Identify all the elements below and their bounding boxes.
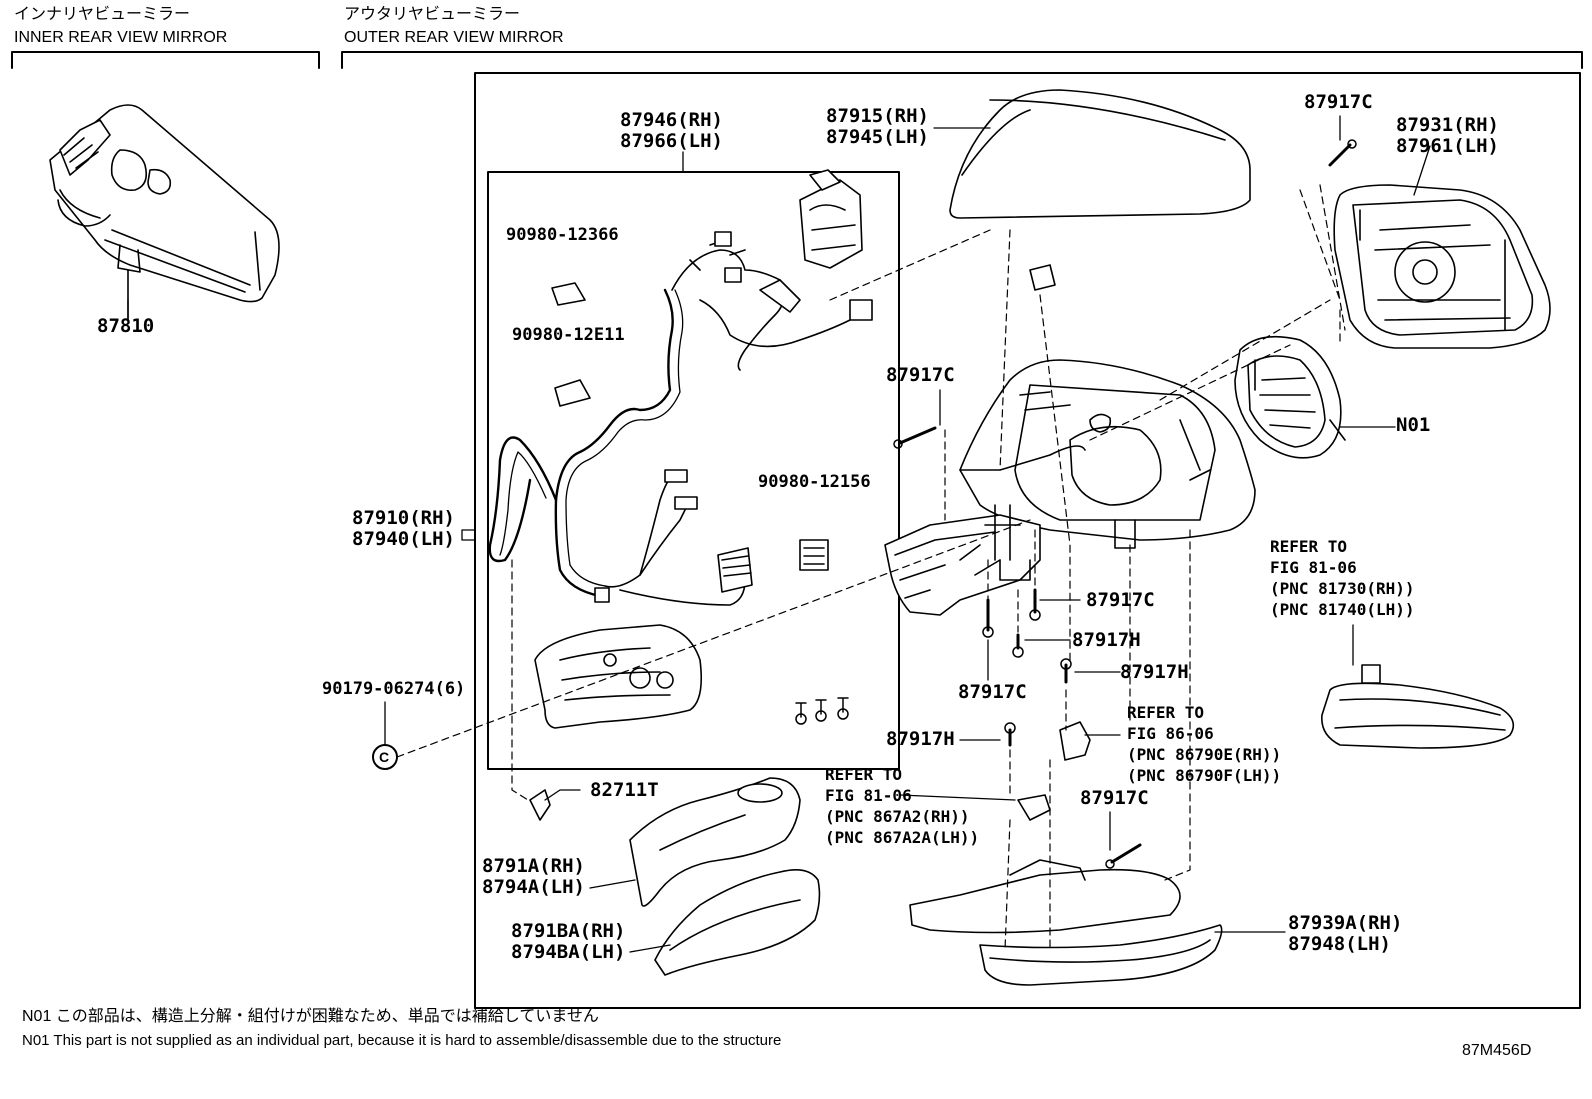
- bottom-cover-drawing: [909, 859, 1223, 986]
- outer-header-jp: アウタリヤビューミラー: [344, 6, 521, 23]
- part-87948: 87948(LH): [1288, 933, 1391, 955]
- figure-code: 87M456D: [1462, 1042, 1532, 1059]
- part-label-87810: 87810: [97, 315, 155, 337]
- inner-mirror-drawing: [49, 104, 280, 321]
- part-label-87917h-c: 87917H: [886, 728, 955, 750]
- leader-lines: [127, 115, 1354, 953]
- mirror-base-drawing: [884, 504, 1041, 616]
- refer-to-fig-86-06: REFER TO FIG 86-06 (PNC 86790E(RH)) (PNC…: [1127, 702, 1281, 786]
- part-label-87917c-left: 87917C: [886, 364, 955, 386]
- mirror-actuator-drawing: [1234, 335, 1346, 459]
- screws-drawing: [893, 139, 1357, 869]
- part-label-90980-12156: 90980-12156: [758, 472, 871, 492]
- part-label-glass: 87931(RH) 87961(LH): [1396, 115, 1499, 157]
- part-8791ba: 8791BA(RH): [511, 920, 626, 942]
- part-87940: 87940(LH): [352, 528, 455, 550]
- part-label-90179: 90179-06274(6): [322, 679, 466, 699]
- ref-line: (PNC 86790E(RH)): [1127, 745, 1282, 764]
- part-label-87917h-b: 87917H: [1120, 661, 1189, 683]
- part-8791a: 8791A(RH): [482, 855, 585, 877]
- ref-line: REFER TO: [1270, 537, 1348, 556]
- lower-covers-drawing: [629, 777, 821, 976]
- part-label-harness: 87946(RH) 87966(LH): [620, 110, 723, 152]
- wire-harness-drawing: [488, 169, 873, 729]
- inner-header-jp: インナリヤビューミラー: [14, 6, 191, 23]
- part-87945: 87945(LH): [826, 126, 929, 148]
- part-8794a: 8794A(LH): [482, 876, 585, 898]
- part-87931: 87931(RH): [1396, 114, 1499, 136]
- part-87939a: 87939A(RH): [1288, 912, 1403, 934]
- part-label-cover-ba: 8791BA(RH) 8794BA(LH): [511, 921, 625, 963]
- part-label-housing: 87910(RH) 87940(LH): [352, 508, 455, 550]
- section-brackets: [11, 51, 1583, 69]
- part-label-87917c-low: 87917C: [958, 681, 1027, 703]
- ref-line: FIG 81-06: [1270, 558, 1357, 577]
- small-parts-drawing: [529, 264, 1091, 821]
- ref-line: FIG 86-06: [1127, 724, 1214, 743]
- part-label-87917c-top: 87917C: [1304, 91, 1373, 113]
- part-label-cover: 87915(RH) 87945(LH): [826, 106, 929, 148]
- part-87946: 87946(RH): [620, 109, 723, 131]
- part-87910: 87910(RH): [352, 507, 455, 529]
- ref-line: (PNC 81730(RH)): [1270, 579, 1415, 598]
- mirror-housing-drawing: [959, 359, 1256, 549]
- inner-mirror-header: インナリヤビューミラー INNER REAR VIEW MIRROR: [14, 6, 227, 47]
- part-label-n01: N01: [1396, 414, 1431, 436]
- mirror-cover-drawing: [949, 89, 1251, 219]
- part-label-87917c-bot: 87917C: [1080, 787, 1149, 809]
- outer-mirror-header: アウタリヤビューミラー OUTER REAR VIEW MIRROR: [344, 6, 564, 47]
- part-label-cover-a: 8791A(RH) 8794A(LH): [482, 856, 585, 898]
- ref-line: (PNC 86790F(LH)): [1127, 766, 1282, 785]
- circle-c-label: C: [379, 749, 390, 765]
- part-label-87917h-a: 87917H: [1072, 629, 1141, 651]
- refer-to-fig-81-06-center: REFER TO FIG 81-06 (PNC 867A2(RH)) (PNC …: [825, 764, 979, 848]
- part-label-bottom: 87939A(RH) 87948(LH): [1288, 913, 1402, 955]
- mirror-glass-drawing: [1333, 184, 1551, 349]
- ref-line: (PNC 867A2A(LH)): [825, 828, 980, 847]
- part-label-90980-12366: 90980-12366: [506, 225, 619, 245]
- part-87966: 87966(LH): [620, 130, 723, 152]
- refer-to-fig-81-06-right: REFER TO FIG 81-06 (PNC 81730(RH)) (PNC …: [1270, 536, 1415, 620]
- ref-line: FIG 81-06: [825, 786, 912, 805]
- part-label-87917c-mid: 87917C: [1086, 589, 1155, 611]
- ref-line: REFER TO: [1127, 703, 1205, 722]
- ref-line: (PNC 867A2(RH)): [825, 807, 970, 826]
- outer-header-en: OUTER REAR VIEW MIRROR: [344, 29, 564, 46]
- part-label-82711t: 82711T: [590, 779, 659, 801]
- assembly-dashed-lines: [396, 184, 1346, 951]
- harness-group-frame: [487, 171, 900, 770]
- turn-signal-drawing: [1321, 664, 1515, 749]
- part-label-90980-12e11: 90980-12E11: [512, 325, 625, 345]
- footnote-en: N01 This part is not supplied as an indi…: [22, 1032, 782, 1049]
- part-8794ba: 8794BA(LH): [511, 941, 626, 963]
- ref-line: REFER TO: [825, 765, 903, 784]
- ref-line: (PNC 81740(LH)): [1270, 600, 1415, 619]
- part-87961: 87961(LH): [1396, 135, 1499, 157]
- part-87915: 87915(RH): [826, 105, 929, 127]
- footnote-jp: N01 この部品は、構造上分解・組付けが困難なため、単品では補給していません: [22, 1008, 599, 1025]
- inner-header-en: INNER REAR VIEW MIRROR: [14, 29, 228, 46]
